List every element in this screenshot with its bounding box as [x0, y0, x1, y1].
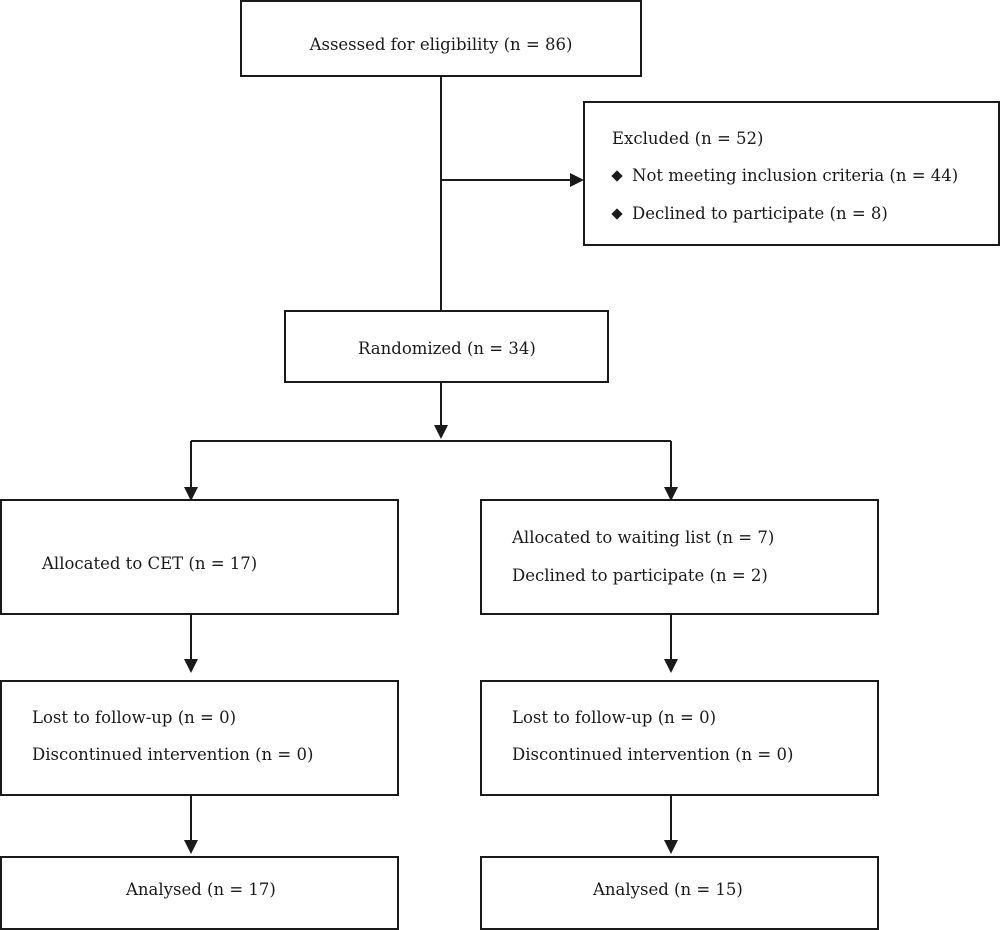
- left-lost-label: Lost to follow-up (n = 0): [32, 708, 237, 727]
- excluded-box: Excluded (n = 52) Not meeting inclusion …: [583, 101, 1000, 246]
- assessed-label: Assessed for eligibility (n = 86): [309, 35, 573, 54]
- right-allocation-box: Allocated to waiting list (n = 7) Declin…: [480, 499, 879, 615]
- right-declined-label: Declined to participate (n = 2): [512, 566, 768, 585]
- diamond-bullet-icon: [611, 170, 623, 182]
- left-analysed-label: Analysed (n = 17): [126, 880, 276, 899]
- right-analysed-box: Analysed (n = 15): [480, 856, 879, 930]
- randomized-box: Randomized (n = 34): [284, 310, 609, 383]
- left-followup-box: Lost to follow-up (n = 0) Discontinued i…: [0, 680, 399, 796]
- right-discontinued-label: Discontinued intervention (n = 0): [512, 745, 794, 764]
- excluded-item: Declined to participate (n = 8): [632, 204, 888, 223]
- diamond-bullet-icon: [611, 208, 623, 220]
- randomized-label: Randomized (n = 34): [358, 339, 536, 358]
- left-allocated-label: Allocated to CET (n = 17): [42, 554, 258, 573]
- excluded-item: Not meeting inclusion criteria (n = 44): [632, 166, 959, 185]
- assessed-box: Assessed for eligibility (n = 86): [240, 0, 642, 77]
- left-analysed-box: Analysed (n = 17): [0, 856, 399, 930]
- right-allocated-label: Allocated to waiting list (n = 7): [512, 528, 775, 547]
- left-discontinued-label: Discontinued intervention (n = 0): [32, 745, 314, 764]
- excluded-title: Excluded (n = 52): [612, 129, 764, 148]
- left-allocation-box: Allocated to CET (n = 17): [0, 499, 399, 615]
- right-lost-label: Lost to follow-up (n = 0): [512, 708, 717, 727]
- right-analysed-label: Analysed (n = 15): [593, 880, 743, 899]
- right-followup-box: Lost to follow-up (n = 0) Discontinued i…: [480, 680, 879, 796]
